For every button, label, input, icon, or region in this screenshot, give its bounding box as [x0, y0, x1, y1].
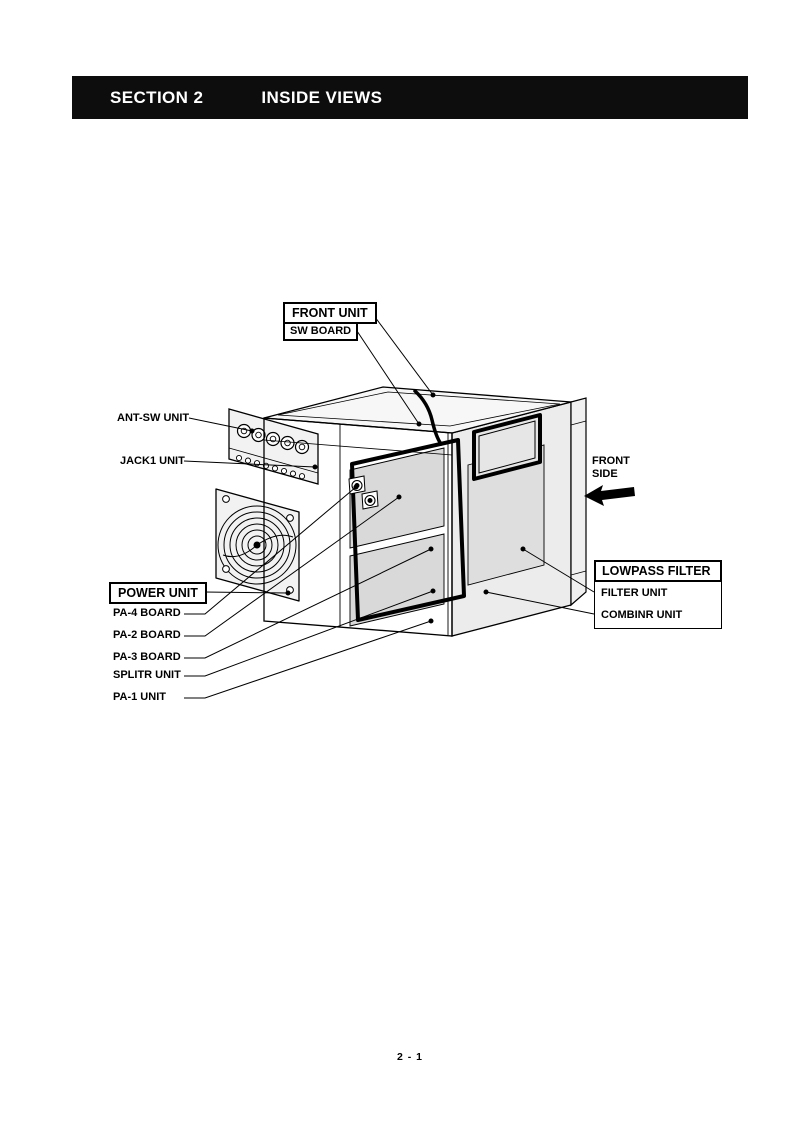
label-ant-sw-unit: ANT-SW UNIT — [117, 412, 190, 424]
front-side-line2: SIDE — [592, 468, 618, 480]
front-panel-window — [472, 413, 542, 481]
label-lowpass-filter: LOWPASS FILTER — [594, 560, 722, 582]
lowpass-filter-items: FILTER UNIT COMBINR UNIT — [594, 582, 722, 629]
label-splitr-unit: SPLITR UNIT — [113, 669, 181, 681]
label-sw-board: SW BOARD — [283, 322, 359, 341]
label-front-side: FRONT SIDE — [592, 455, 630, 481]
label-combinr-unit: COMBINR UNIT — [601, 609, 683, 621]
page-number: 2 - 1 — [396, 1051, 423, 1063]
label-pa4-board: PA-4 BOARD — [113, 607, 181, 619]
label-pa1-unit: PA-1 UNIT — [113, 691, 166, 703]
label-pa2-board: PA-2 BOARD — [113, 629, 181, 641]
fan-grille — [215, 488, 300, 602]
label-filter-unit: FILTER UNIT — [601, 587, 668, 599]
section-number: SECTION 2 — [110, 87, 204, 107]
section-header-bar: SECTION 2 INSIDE VIEWS — [72, 76, 748, 119]
label-pa3-board: PA-3 BOARD — [113, 651, 181, 663]
label-power-unit: POWER UNIT — [109, 582, 207, 604]
cable-harness — [350, 389, 466, 622]
label-jack1-unit: JACK1 UNIT — [120, 455, 185, 467]
lowpass-filter-group: LOWPASS FILTER FILTER UNIT COMBINR UNIT — [594, 560, 722, 629]
leader-lines — [183, 312, 595, 699]
chassis-frame — [263, 417, 453, 637]
label-front-unit: FRONT UNIT — [283, 302, 377, 324]
front-side-arrow-icon — [584, 485, 635, 506]
front-side-line1: FRONT — [592, 455, 630, 467]
connector-panel — [228, 408, 319, 485]
section-title: INSIDE VIEWS — [261, 87, 383, 107]
